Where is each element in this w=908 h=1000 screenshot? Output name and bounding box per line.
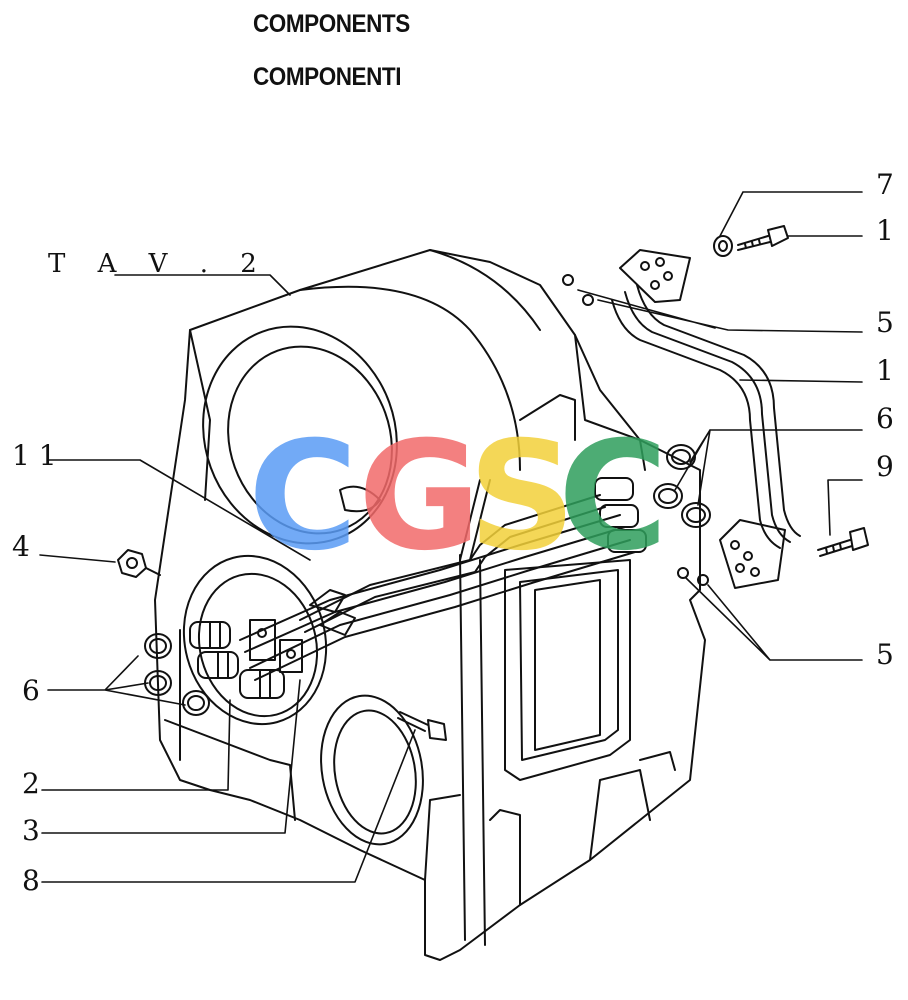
leader-lines (39, 191, 863, 883)
callout-4: 4 (12, 530, 30, 563)
callout-1-pipe: 1 (876, 354, 894, 387)
watermark-letter-g: G (358, 410, 481, 584)
watermark-letter-s: S (468, 410, 576, 584)
callout-6-right: 6 (876, 402, 894, 435)
bolt-1 (737, 225, 789, 251)
left-fittings-2-3 (189, 589, 356, 699)
bolt-8 (397, 711, 447, 741)
callout-9: 9 (876, 450, 894, 483)
nut-4 (117, 549, 161, 578)
callout-7: 7 (876, 168, 894, 201)
table-reference: T A V . 2 (48, 249, 269, 279)
small-seals-5 (562, 274, 709, 586)
title-componenti: COMPONENTI (253, 63, 402, 91)
o-rings-left (144, 633, 210, 716)
callout-3: 3 (22, 814, 40, 847)
callout-8: 8 (22, 864, 40, 897)
watermark-letter-c2: C (558, 410, 668, 584)
gearbox-housing (154, 249, 706, 961)
callout-5-lower: 5 (876, 638, 894, 671)
housing-bore-lower-left (182, 554, 328, 726)
bolt-9 (817, 527, 869, 557)
title-components: COMPONENTS (253, 10, 410, 38)
watermark-logo: C G S C (248, 410, 668, 584)
callout-11: 1 1 (12, 439, 57, 472)
callout-1-bolt: 1 (876, 214, 894, 247)
pipe-assembly-11 (239, 479, 636, 681)
housing-bore-lower-middle (320, 694, 424, 846)
watermark-letter-c1: C (248, 410, 358, 584)
callout-5-upper: 5 (876, 306, 894, 339)
callout-2: 2 (22, 767, 40, 800)
right-fittings (594, 477, 647, 553)
housing-bore-upper (202, 325, 398, 545)
callout-6-left: 6 (22, 674, 40, 707)
washer-7 (713, 235, 733, 257)
callout-labels: T A V . 2 7 1 5 1 6 9 5 1 1 4 6 2 3 8 (12, 168, 894, 897)
